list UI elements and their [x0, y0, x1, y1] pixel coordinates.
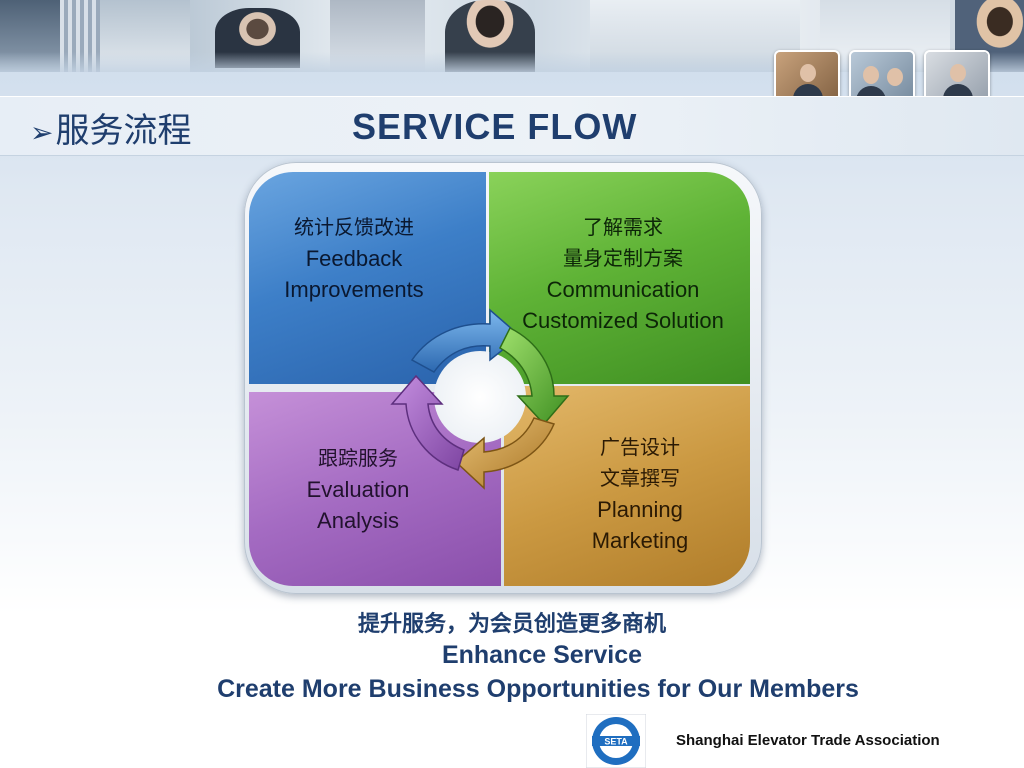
planning-label-en1: Planning — [597, 497, 683, 522]
feedback-label: 统计反馈改进 Feedback Improvements — [264, 212, 444, 305]
evaluation-label: 跟踪服务 Evaluation Analysis — [268, 443, 448, 536]
cycle-arrows-icon — [390, 308, 570, 490]
slide-title-english: SERVICE FLOW — [352, 106, 638, 147]
communication-label-cn2: 量身定制方案 — [563, 246, 683, 270]
header-banner-photo — [0, 0, 1024, 72]
tagline-english-2: Create More Business Opportunities for O… — [217, 675, 859, 703]
planning-label-en2: Marketing — [591, 528, 689, 553]
communication-label-cn1: 了解需求 — [583, 215, 663, 239]
seta-logo-icon: SETA — [586, 714, 646, 768]
tagline-english-1: Enhance Service — [441, 641, 643, 669]
purple-arrow-icon — [390, 374, 465, 471]
title-bar — [0, 96, 1024, 156]
communication-label-en1: Communication — [546, 277, 700, 302]
communication-label: 了解需求 量身定制方案 Communication Customized Sol… — [500, 212, 746, 336]
evaluation-label-en2: Analysis — [317, 508, 399, 533]
feedback-label-en2: Improvements — [284, 277, 424, 302]
communication-label-en2: Customized Solution — [522, 308, 724, 333]
planning-label-cn2: 文章撰写 — [600, 466, 680, 490]
tagline-chinese: 提升服务，为会员创造更多商机 — [357, 612, 666, 637]
planning-label-cn1: 广告设计 — [600, 435, 680, 459]
arrow-bullet-icon: ➢ — [30, 116, 54, 149]
feedback-label-cn: 统计反馈改进 — [294, 215, 414, 239]
planning-label: 广告设计 文章撰写 Planning Marketing — [560, 432, 720, 556]
cycle-center — [434, 351, 526, 443]
evaluation-label-en1: Evaluation — [306, 477, 410, 502]
organization-name: Shanghai Elevator Trade Association — [676, 732, 940, 749]
green-arrow-icon — [499, 326, 570, 426]
feedback-label-en1: Feedback — [305, 246, 403, 271]
svg-text:SETA: SETA — [604, 737, 628, 747]
evaluation-label-cn: 跟踪服务 — [318, 446, 398, 470]
slide-title-chinese: ➢服务流程 — [30, 111, 192, 151]
